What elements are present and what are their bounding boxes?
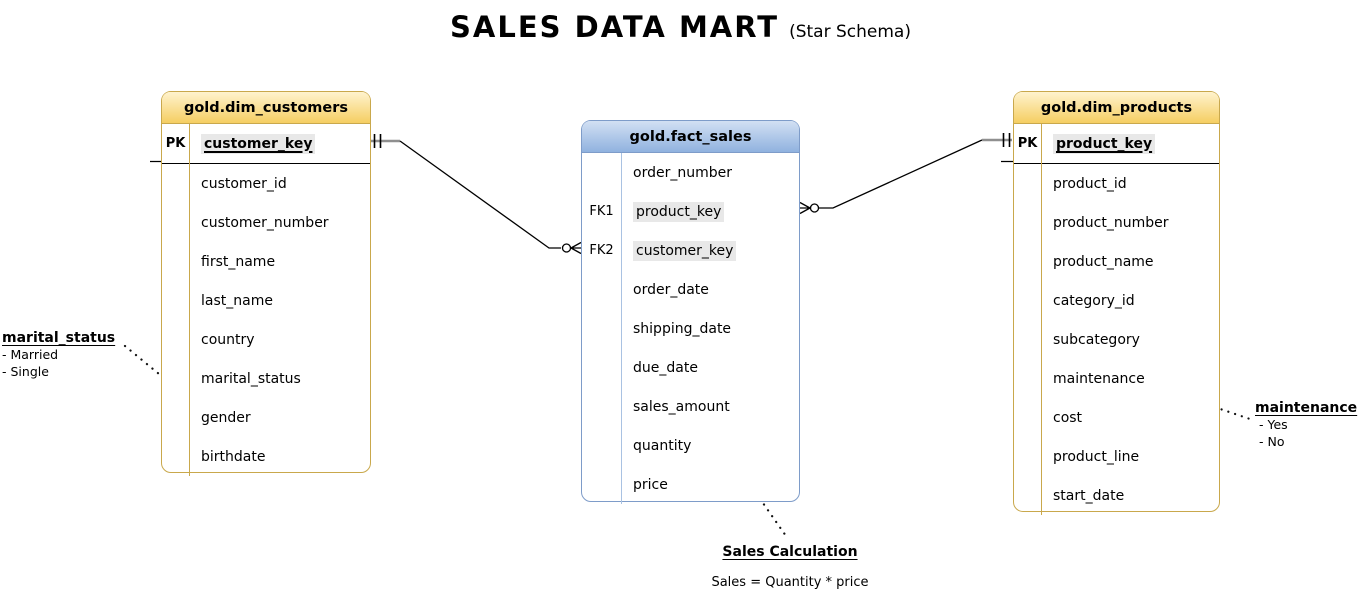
table-row: marital_status — [162, 359, 370, 398]
table-row: customer_id — [162, 164, 370, 203]
table-row: order_date — [582, 270, 799, 309]
field-name: maintenance — [1053, 370, 1145, 387]
table-row: product_number — [1014, 203, 1219, 242]
annotation-title: Sales Calculation — [722, 544, 858, 560]
table-row: shipping_date — [582, 309, 799, 348]
table-row: gender — [162, 398, 370, 437]
table-row: maintenance — [1014, 359, 1219, 398]
field-name: first_name — [201, 253, 276, 270]
table-row: last_name — [162, 281, 370, 320]
relationship-customers-sales — [371, 134, 582, 255]
annotation-title: maintenance — [1255, 400, 1358, 416]
table-row: product_name — [1014, 242, 1219, 281]
many-crowfoot-marker — [570, 241, 582, 255]
diagram-title: SALES DATA MART (Star Schema) — [0, 10, 1361, 44]
table-header: gold.dim_products — [1014, 92, 1219, 124]
field-name: sales_amount — [633, 398, 730, 415]
table-row: country — [162, 320, 370, 359]
zero-marker — [561, 243, 572, 253]
field-name: order_number — [633, 164, 732, 181]
table-row: start_date — [1014, 476, 1219, 515]
field-name: shipping_date — [633, 320, 732, 337]
leader-maintenance — [1159, 387, 1252, 421]
one-and-only-one-marker — [1002, 133, 1011, 147]
many-crowfoot-marker — [799, 201, 811, 215]
annotation-title: marital_status — [2, 330, 116, 346]
annotation-item: - Married — [2, 347, 59, 362]
key-label: PK — [1017, 136, 1038, 151]
field-name: quantity — [633, 437, 692, 454]
field-name: product_id — [1053, 175, 1127, 192]
table-row: cost — [1014, 398, 1219, 437]
table-row: FK1 product_key — [582, 192, 799, 231]
table-row: product_id — [1014, 164, 1219, 203]
key-label: FK1 — [589, 204, 614, 219]
leader-marital-status — [123, 344, 161, 376]
field-name: product_key — [1041, 133, 1156, 154]
annotation-maintenance: maintenance - Yes - No — [1255, 400, 1357, 450]
field-name: customer_key — [189, 133, 316, 154]
field-name: price — [633, 476, 668, 493]
table-row: first_name — [162, 242, 370, 281]
table-header: gold.dim_customers — [162, 92, 370, 124]
key-label: PK — [165, 136, 186, 151]
zero-marker — [809, 203, 820, 213]
field-name: due_date — [633, 359, 698, 376]
annotation-item: - No — [1259, 434, 1285, 449]
relationship-products-sales — [799, 133, 1012, 215]
table-row: due_date — [582, 348, 799, 387]
table-row: customer_number — [162, 203, 370, 242]
field-name: cost — [1053, 409, 1083, 426]
field-name: product_name — [1053, 253, 1154, 270]
field-name: product_number — [1053, 214, 1169, 231]
field-name: start_date — [1053, 487, 1125, 504]
title-subtitle: (Star Schema) — [789, 22, 911, 42]
edge-line — [399, 140, 561, 249]
key-label: FK2 — [589, 243, 614, 258]
field-name: customer_id — [201, 175, 287, 192]
field-name: product_key — [621, 201, 725, 222]
table-row: quantity — [582, 426, 799, 465]
field-name: country — [201, 331, 255, 348]
annotation-sales-calculation: Sales Calculation Sales = Quantity * pri… — [680, 544, 900, 591]
table-row: product_line — [1014, 437, 1219, 476]
table-row: sales_amount — [582, 387, 799, 426]
table-row: birthdate — [162, 437, 370, 476]
field-name: product_line — [1053, 448, 1140, 465]
field-name: customer_key — [621, 240, 737, 261]
field-name: order_date — [633, 281, 709, 298]
title-text: SALES DATA MART — [450, 10, 780, 44]
table-header: gold.fact_sales — [582, 121, 799, 153]
field-name: subcategory — [1053, 331, 1140, 348]
annotation-marital-status: marital_status - Married - Single — [2, 330, 115, 380]
field-name: customer_number — [201, 214, 329, 231]
table-row: subcategory — [1014, 320, 1219, 359]
annotation-item: - Yes — [1259, 417, 1288, 432]
table-row: category_id — [1014, 281, 1219, 320]
table-row: order_number — [582, 153, 799, 192]
one-and-only-one-marker — [373, 134, 382, 148]
field-name: birthdate — [201, 448, 266, 465]
field-name: marital_status — [201, 370, 301, 387]
field-name: last_name — [201, 292, 273, 309]
field-name: category_id — [1053, 292, 1135, 309]
annotation-item: Sales = Quantity * price — [711, 575, 869, 590]
annotation-item: - Single — [2, 364, 49, 379]
edge-line — [819, 139, 983, 209]
table-row: FK2 customer_key — [582, 231, 799, 270]
field-name: gender — [201, 409, 251, 426]
table-row: price — [582, 465, 799, 504]
